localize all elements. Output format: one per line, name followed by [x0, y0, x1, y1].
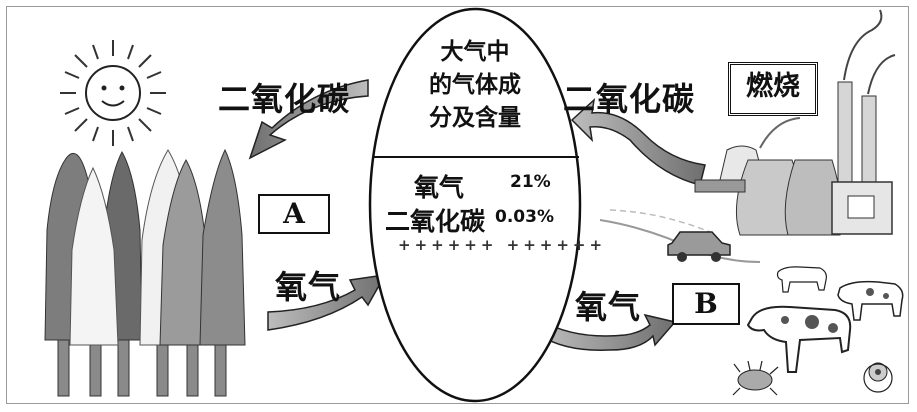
car-icon — [599, 209, 761, 263]
center-title-line-1: 大气中 — [440, 39, 510, 65]
center-title-line-2: 的气体成 — [429, 72, 521, 98]
burning-label: 燃烧 — [728, 62, 818, 116]
microbe-icon — [732, 360, 893, 396]
box-a: A — [258, 194, 330, 234]
tree-icon — [44, 148, 246, 397]
label-co2-from-burning: 二氧化碳 — [563, 80, 696, 118]
arrow-co2-to-trees — [248, 79, 369, 160]
arrow-co2-from-burning — [570, 98, 706, 186]
label-co2-to-trees: 二氧化碳 — [218, 80, 351, 118]
component-co2-value: 0.03% — [495, 207, 554, 227]
label-o2-to-animals: 氧气 — [575, 288, 642, 326]
arrow-o2-from-trees — [267, 274, 387, 331]
component-oxygen-value: 21% — [510, 172, 551, 192]
component-oxygen-name: 氧气 — [414, 173, 465, 202]
cow-icon — [746, 266, 904, 373]
label-o2-from-trees: 氧气 — [275, 268, 342, 306]
atmosphere-ellipse — [368, 7, 582, 403]
component-co2-name: 二氧化碳 — [385, 207, 486, 236]
factory-icon — [694, 9, 896, 236]
box-b: B — [672, 283, 740, 325]
sun-icon — [60, 40, 166, 146]
component-continuation: ++++++ ++++++ — [398, 236, 607, 254]
center-title-line-3: 分及含量 — [429, 105, 521, 131]
